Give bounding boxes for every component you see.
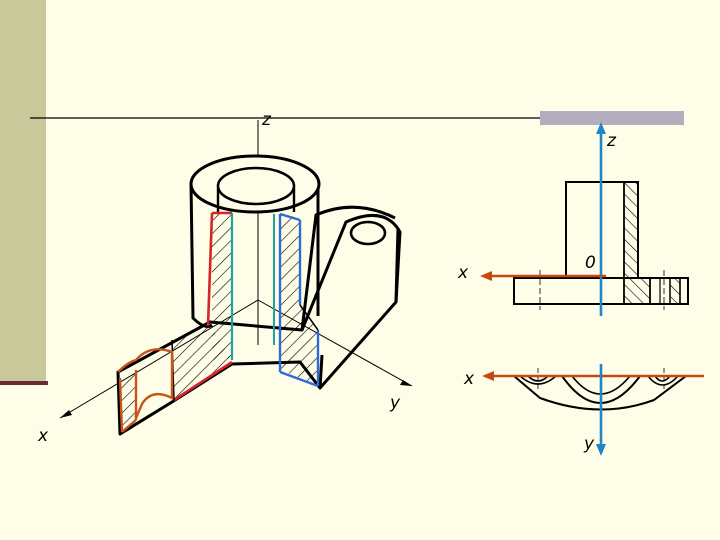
front-view: z x 0 (457, 122, 689, 316)
iso-x-label: x (37, 426, 49, 446)
cylinder-bore (216, 166, 296, 206)
title-accent-bar (540, 111, 684, 125)
cut-section-left (212, 213, 232, 360)
top-view: x y (463, 364, 704, 456)
flange-hole (349, 220, 387, 246)
front-section-hatch (623, 181, 651, 305)
top-y-label: y (583, 434, 595, 454)
top-outline (513, 375, 687, 411)
front-x-label: x (457, 263, 469, 283)
sidebar-panel (0, 0, 46, 382)
front-z-label: z (606, 131, 617, 151)
cut-section-arc (120, 370, 136, 432)
base-flange (116, 214, 402, 436)
cut-section-base-left (172, 325, 232, 400)
top-x-label: x (463, 369, 475, 389)
iso-z-label: z (261, 110, 272, 130)
iso-y-label: y (389, 393, 401, 413)
sidebar-accent-line (0, 381, 48, 385)
isometric-view: z x y (37, 110, 413, 446)
front-origin-label: 0 (585, 253, 596, 273)
